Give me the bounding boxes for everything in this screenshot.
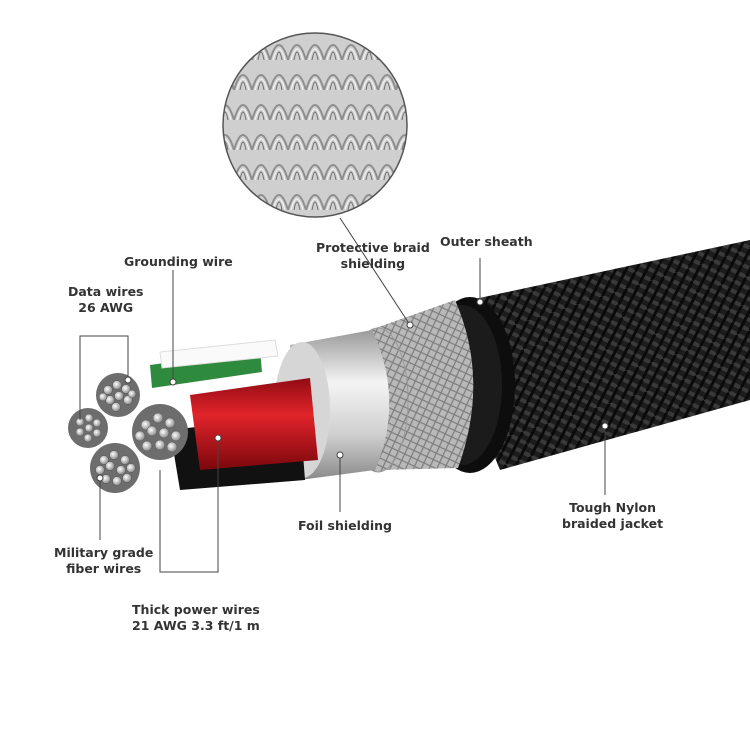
braid-zoom-inset — [222, 32, 408, 218]
data-wire-bundle-top — [96, 373, 140, 417]
power-wire-bundle — [132, 404, 188, 460]
label-power-wires: Thick power wires 21 AWG 3.3 ft/1 m — [132, 602, 260, 633]
data-wire-bundle-left — [68, 408, 108, 448]
callout-lines — [79, 217, 609, 573]
nylon-jacket — [470, 240, 750, 470]
red-power-wire — [190, 378, 318, 470]
label-foil-shielding: Foil shielding — [298, 518, 393, 533]
fiber-wire-bundle — [90, 443, 140, 493]
label-outer-sheath: Outer sheath — [440, 234, 533, 249]
label-grounding-wire: Grounding wire — [124, 254, 233, 269]
label-data-wires: Data wires 26 AWG — [68, 284, 144, 315]
label-nylon-jacket: Tough Nylon braided jacket — [562, 500, 664, 531]
label-protective-braid: Protective braid shielding — [316, 240, 430, 271]
label-fiber-wires: Military grade fiber wires — [54, 545, 154, 576]
